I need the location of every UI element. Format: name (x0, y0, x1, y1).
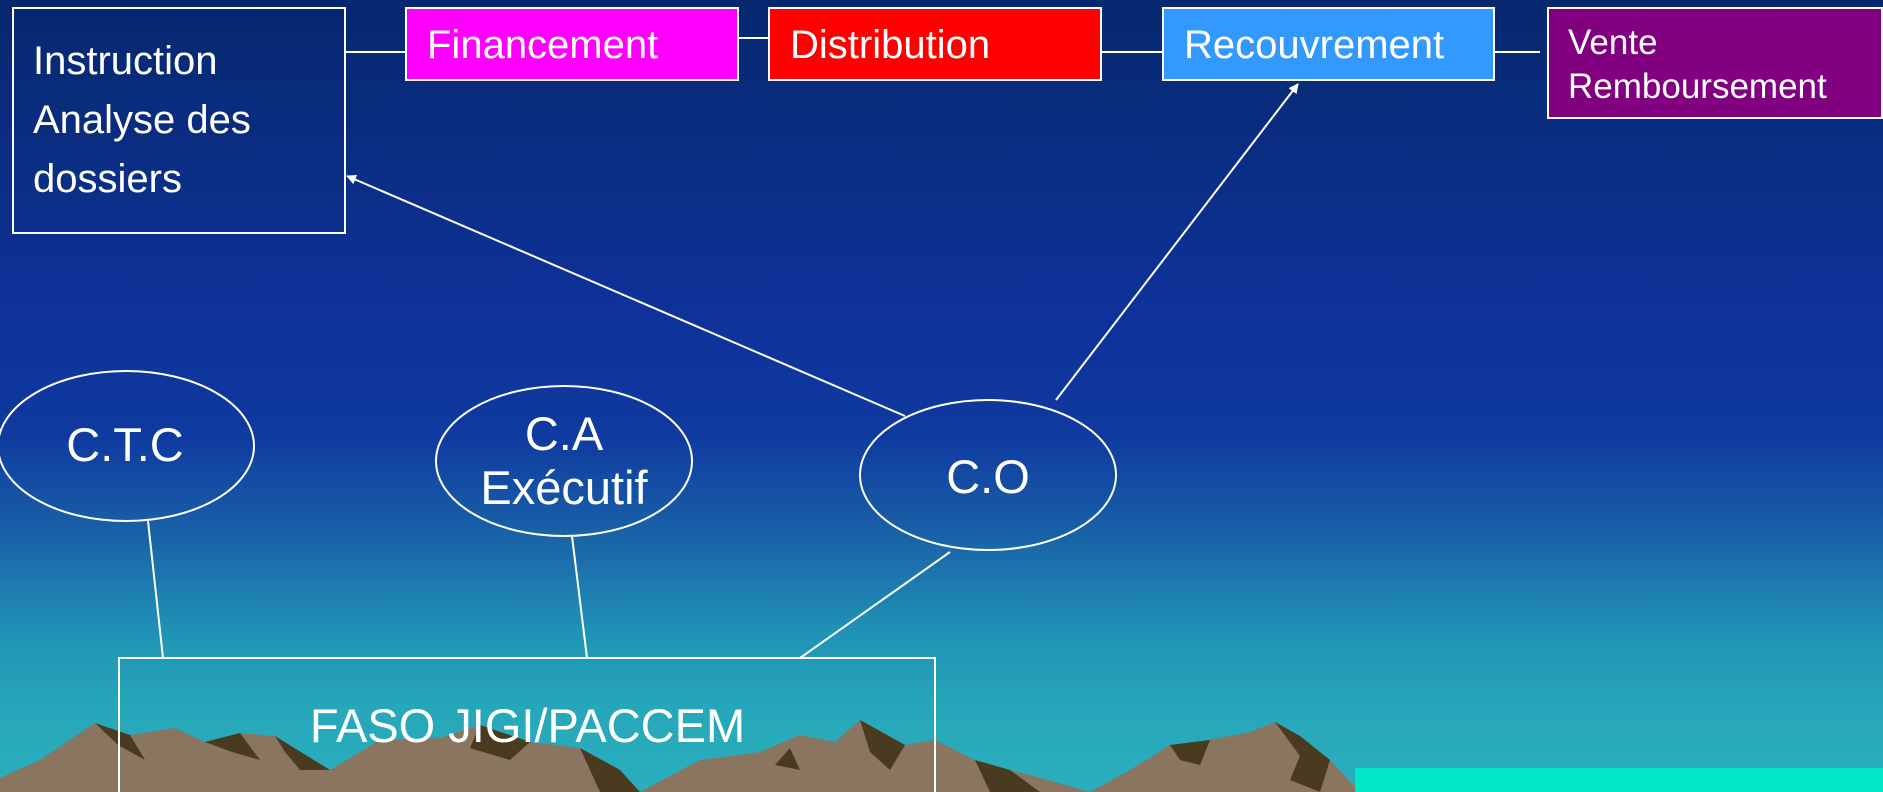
box-instruction-analyse: Instruction Analyse des dossiers (12, 7, 346, 234)
box-instruction-line-3: dossiers (33, 157, 182, 201)
box-financement-label: Financement (427, 23, 659, 67)
box-financement: Financement (405, 7, 739, 81)
ellipse-co-label: C.O (888, 450, 1088, 504)
connector-co-base (799, 551, 951, 659)
ellipse-ctc-label: C.T.C (25, 418, 225, 472)
arrow-co-to-instruction (346, 174, 906, 417)
ca-text-line-1: C.A (524, 407, 604, 460)
arrow-co-to-recouvrement (1055, 83, 1299, 401)
ellipse-ctc (0, 370, 255, 522)
ca-text-line-2: Exécutif (480, 461, 648, 514)
ellipse-co (859, 399, 1117, 551)
box-instruction-line-1: Instruction (33, 39, 218, 83)
box-vente-remboursement: Vente Remboursement (1547, 7, 1883, 119)
base-box-label: FASO JIGI/PACCEM (309, 699, 746, 752)
ellipse-ca (435, 385, 693, 537)
box-distribution: Distribution (768, 7, 1102, 81)
box-recouvrement-label: Recouvrement (1184, 23, 1445, 67)
ellipse-ca-label: C.A Exécutif (454, 407, 674, 515)
box-instruction-line-2: Analyse des (33, 98, 251, 142)
connector-ca-base (571, 535, 588, 659)
ctc-text: C.T.C (66, 418, 184, 471)
box-vente-line-2: Remboursement (1568, 67, 1827, 106)
box-recouvrement: Recouvrement (1162, 7, 1495, 81)
co-text: C.O (946, 450, 1030, 503)
box-vente-line-1: Vente (1568, 23, 1658, 62)
decorative-band (1355, 768, 1883, 792)
box-distribution-label: Distribution (790, 23, 991, 67)
connector-ctc-base (147, 520, 164, 659)
